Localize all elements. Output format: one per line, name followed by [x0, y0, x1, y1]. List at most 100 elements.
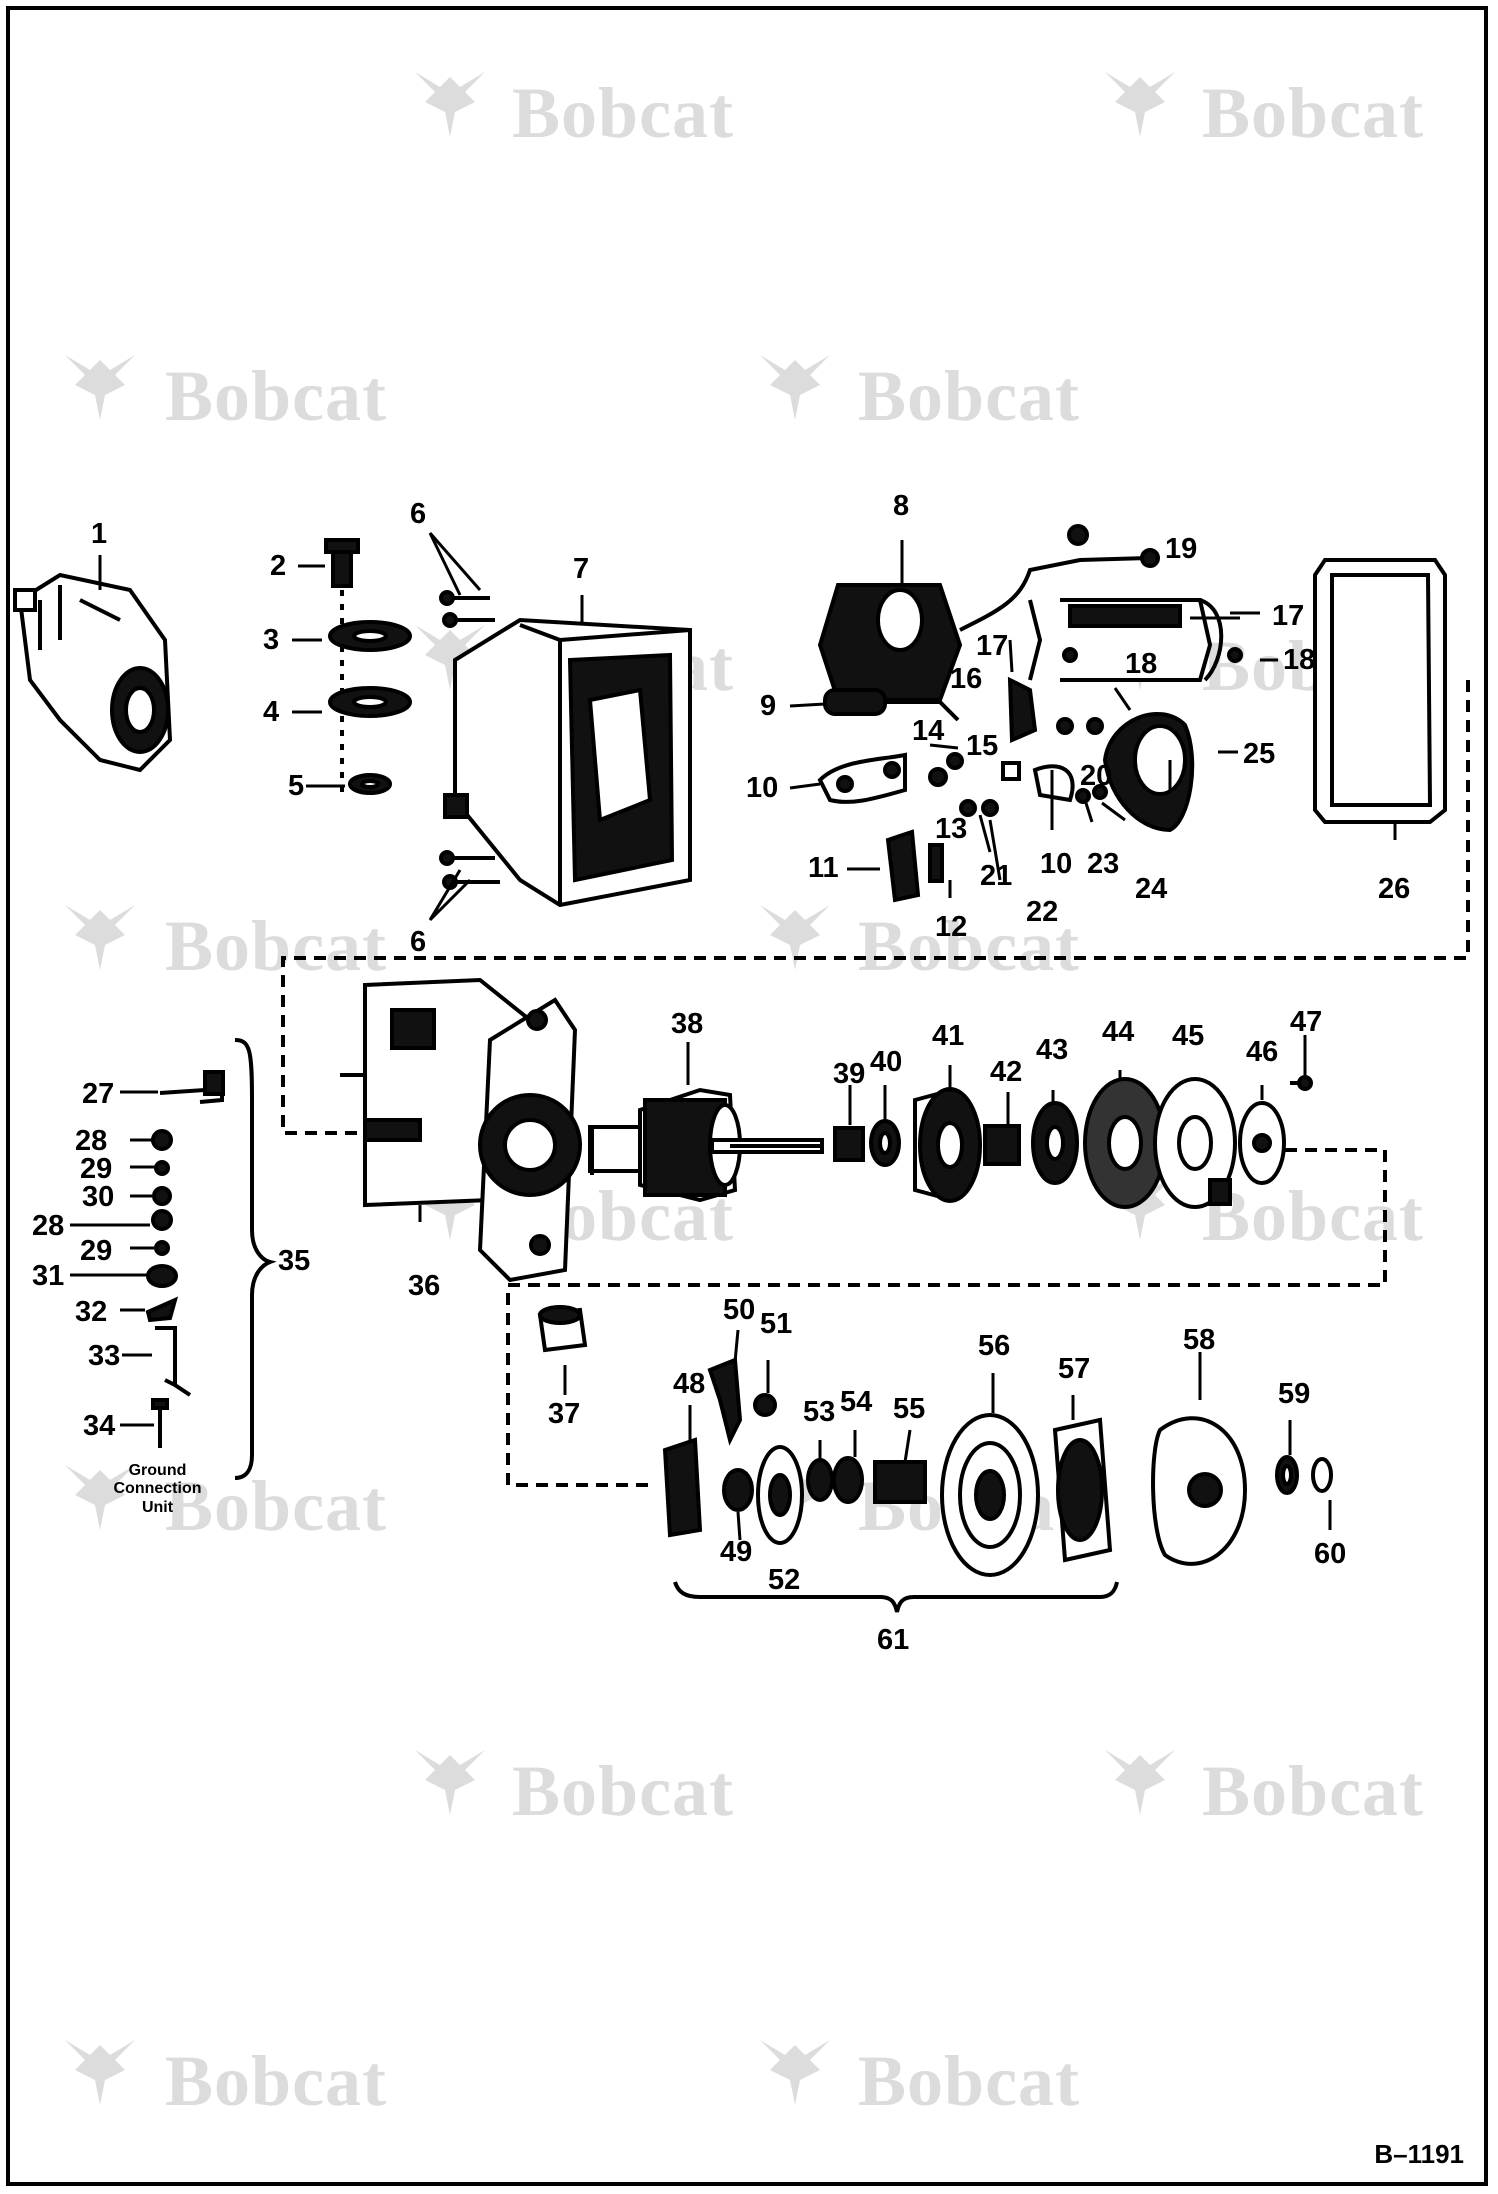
part-7-housing: [443, 617, 692, 908]
callout-14: 14: [912, 715, 945, 747]
watermark-text: Bobcat: [512, 1751, 734, 1831]
callout-45: 45: [1172, 1020, 1205, 1052]
bracket-35: [234, 1038, 277, 1480]
callout-18: 18: [1125, 648, 1158, 680]
callout-52: 52: [768, 1564, 801, 1596]
callout-31: 31: [32, 1260, 65, 1292]
bobcat-logo-watermark: [760, 2040, 830, 2105]
part-17-19-brush-assembly: [1028, 598, 1224, 682]
callout-44: 44: [1102, 1016, 1135, 1048]
ground-note-line3: Unit: [141, 1498, 174, 1516]
part-26-gasket: [1313, 558, 1447, 824]
parts-39-47-clutch-stack: [833, 1075, 1313, 1209]
callout-41: 41: [932, 1020, 965, 1052]
callout-3: 3: [263, 624, 280, 656]
callout-54: 54: [840, 1386, 873, 1418]
callout-29-lower: 29: [80, 1235, 113, 1267]
callout-28-lower: 28: [32, 1210, 65, 1242]
bobcat-logo-watermark: [760, 355, 830, 420]
callout-16: 16: [950, 663, 983, 695]
bracket-61: [673, 1581, 1119, 1613]
callout-40: 40: [870, 1046, 903, 1078]
callout-60: 60: [1314, 1538, 1347, 1570]
parts-2-5-stack: [324, 538, 412, 800]
ground-connection-note: Ground Connection Unit: [95, 1462, 220, 1517]
bobcat-logo-watermark: [760, 905, 830, 970]
callout-25: 25: [1243, 738, 1276, 770]
callout-5: 5: [288, 770, 305, 802]
callout-32: 32: [75, 1296, 108, 1328]
diagram-frame: [6, 6, 1488, 2186]
callout-49: 49: [720, 1536, 753, 1568]
callout-28: 28: [75, 1125, 108, 1157]
callout-23: 23: [1087, 848, 1120, 880]
callout-21: 21: [980, 860, 1013, 892]
callout-46: 46: [1246, 1036, 1279, 1068]
callout-57: 57: [1058, 1353, 1091, 1385]
callout-55: 55: [893, 1393, 926, 1425]
callout-18-right: 18: [1283, 644, 1316, 676]
callout-10-right: 10: [1040, 848, 1073, 880]
bobcat-logo-watermark: [415, 1750, 485, 1815]
part-37-bushing: [537, 1305, 588, 1353]
callout-61: 61: [877, 1624, 910, 1656]
callout-29: 29: [80, 1153, 113, 1185]
assembly-leader-line: [281, 680, 1470, 1135]
lower-leader-line: [506, 1148, 1387, 1487]
watermark-text: Bobcat: [165, 906, 387, 986]
part-6-bolts: [439, 590, 500, 890]
callout-13: 13: [935, 813, 968, 845]
bobcat-logo-watermark: [65, 905, 135, 970]
callout-30: 30: [82, 1181, 115, 1213]
callout-leaders: [70, 532, 1397, 1541]
bobcat-logo-watermark: [65, 1465, 135, 1530]
part-1-starter-motor: [13, 572, 173, 773]
callout-15: 15: [966, 730, 999, 762]
callout-37: 37: [548, 1398, 581, 1430]
callout-6-lower: 6: [410, 926, 427, 958]
part-8-field-coil: [817, 524, 1160, 702]
part-36-motor-frame: [340, 977, 582, 1283]
callout-10: 10: [746, 772, 779, 804]
callout-22: 22: [1026, 896, 1059, 928]
callout-33: 33: [88, 1340, 121, 1372]
document-reference: B–1191: [1374, 2139, 1464, 2169]
callout-50: 50: [723, 1294, 756, 1326]
bobcat-logo-watermark: [1105, 72, 1175, 137]
callout-53: 53: [803, 1396, 836, 1428]
callout-9: 9: [760, 690, 777, 722]
callout-56: 56: [978, 1330, 1011, 1362]
callout-58: 58: [1183, 1324, 1216, 1356]
ground-note-line1: Ground: [128, 1462, 187, 1479]
callout-27: 27: [82, 1078, 115, 1110]
parts-27-34-ground-unit: [145, 1070, 225, 1448]
callout-11: 11: [808, 852, 839, 884]
bobcat-logo-watermark: [415, 72, 485, 137]
bobcat-logo-watermark: [1105, 1750, 1175, 1815]
callout-47: 47: [1290, 1006, 1323, 1038]
callout-17: 17: [976, 630, 1009, 662]
watermark-text: Bobcat: [165, 2041, 387, 2121]
part-11-12-pinion-gear: [885, 829, 944, 903]
parts-13-16-small-hardware: [928, 647, 1243, 817]
part-38-armature: [588, 1087, 824, 1203]
watermark-text: Bobcat: [1202, 73, 1424, 153]
callout-26: 26: [1378, 873, 1411, 905]
callout-35: 35: [278, 1245, 311, 1277]
parts-48-60-drive-assembly: [662, 1357, 1333, 1577]
part-10-brush-spring-left: [817, 752, 907, 804]
watermark-text: Bobcat: [165, 356, 387, 436]
callout-7: 7: [573, 553, 590, 585]
callout-4: 4: [263, 696, 280, 728]
bobcat-logo-watermark: [65, 2040, 135, 2105]
callout-17-right: 17: [1272, 600, 1305, 632]
bobcat-logo-watermark: [415, 625, 485, 690]
callout-8: 8: [893, 490, 910, 522]
callout-36: 36: [408, 1270, 441, 1302]
callout-59: 59: [1278, 1378, 1311, 1410]
part-20-washer: [1092, 784, 1108, 800]
callout-42: 42: [990, 1056, 1023, 1088]
bobcat-logo-watermark: [65, 355, 135, 420]
callout-6: 6: [410, 498, 427, 530]
